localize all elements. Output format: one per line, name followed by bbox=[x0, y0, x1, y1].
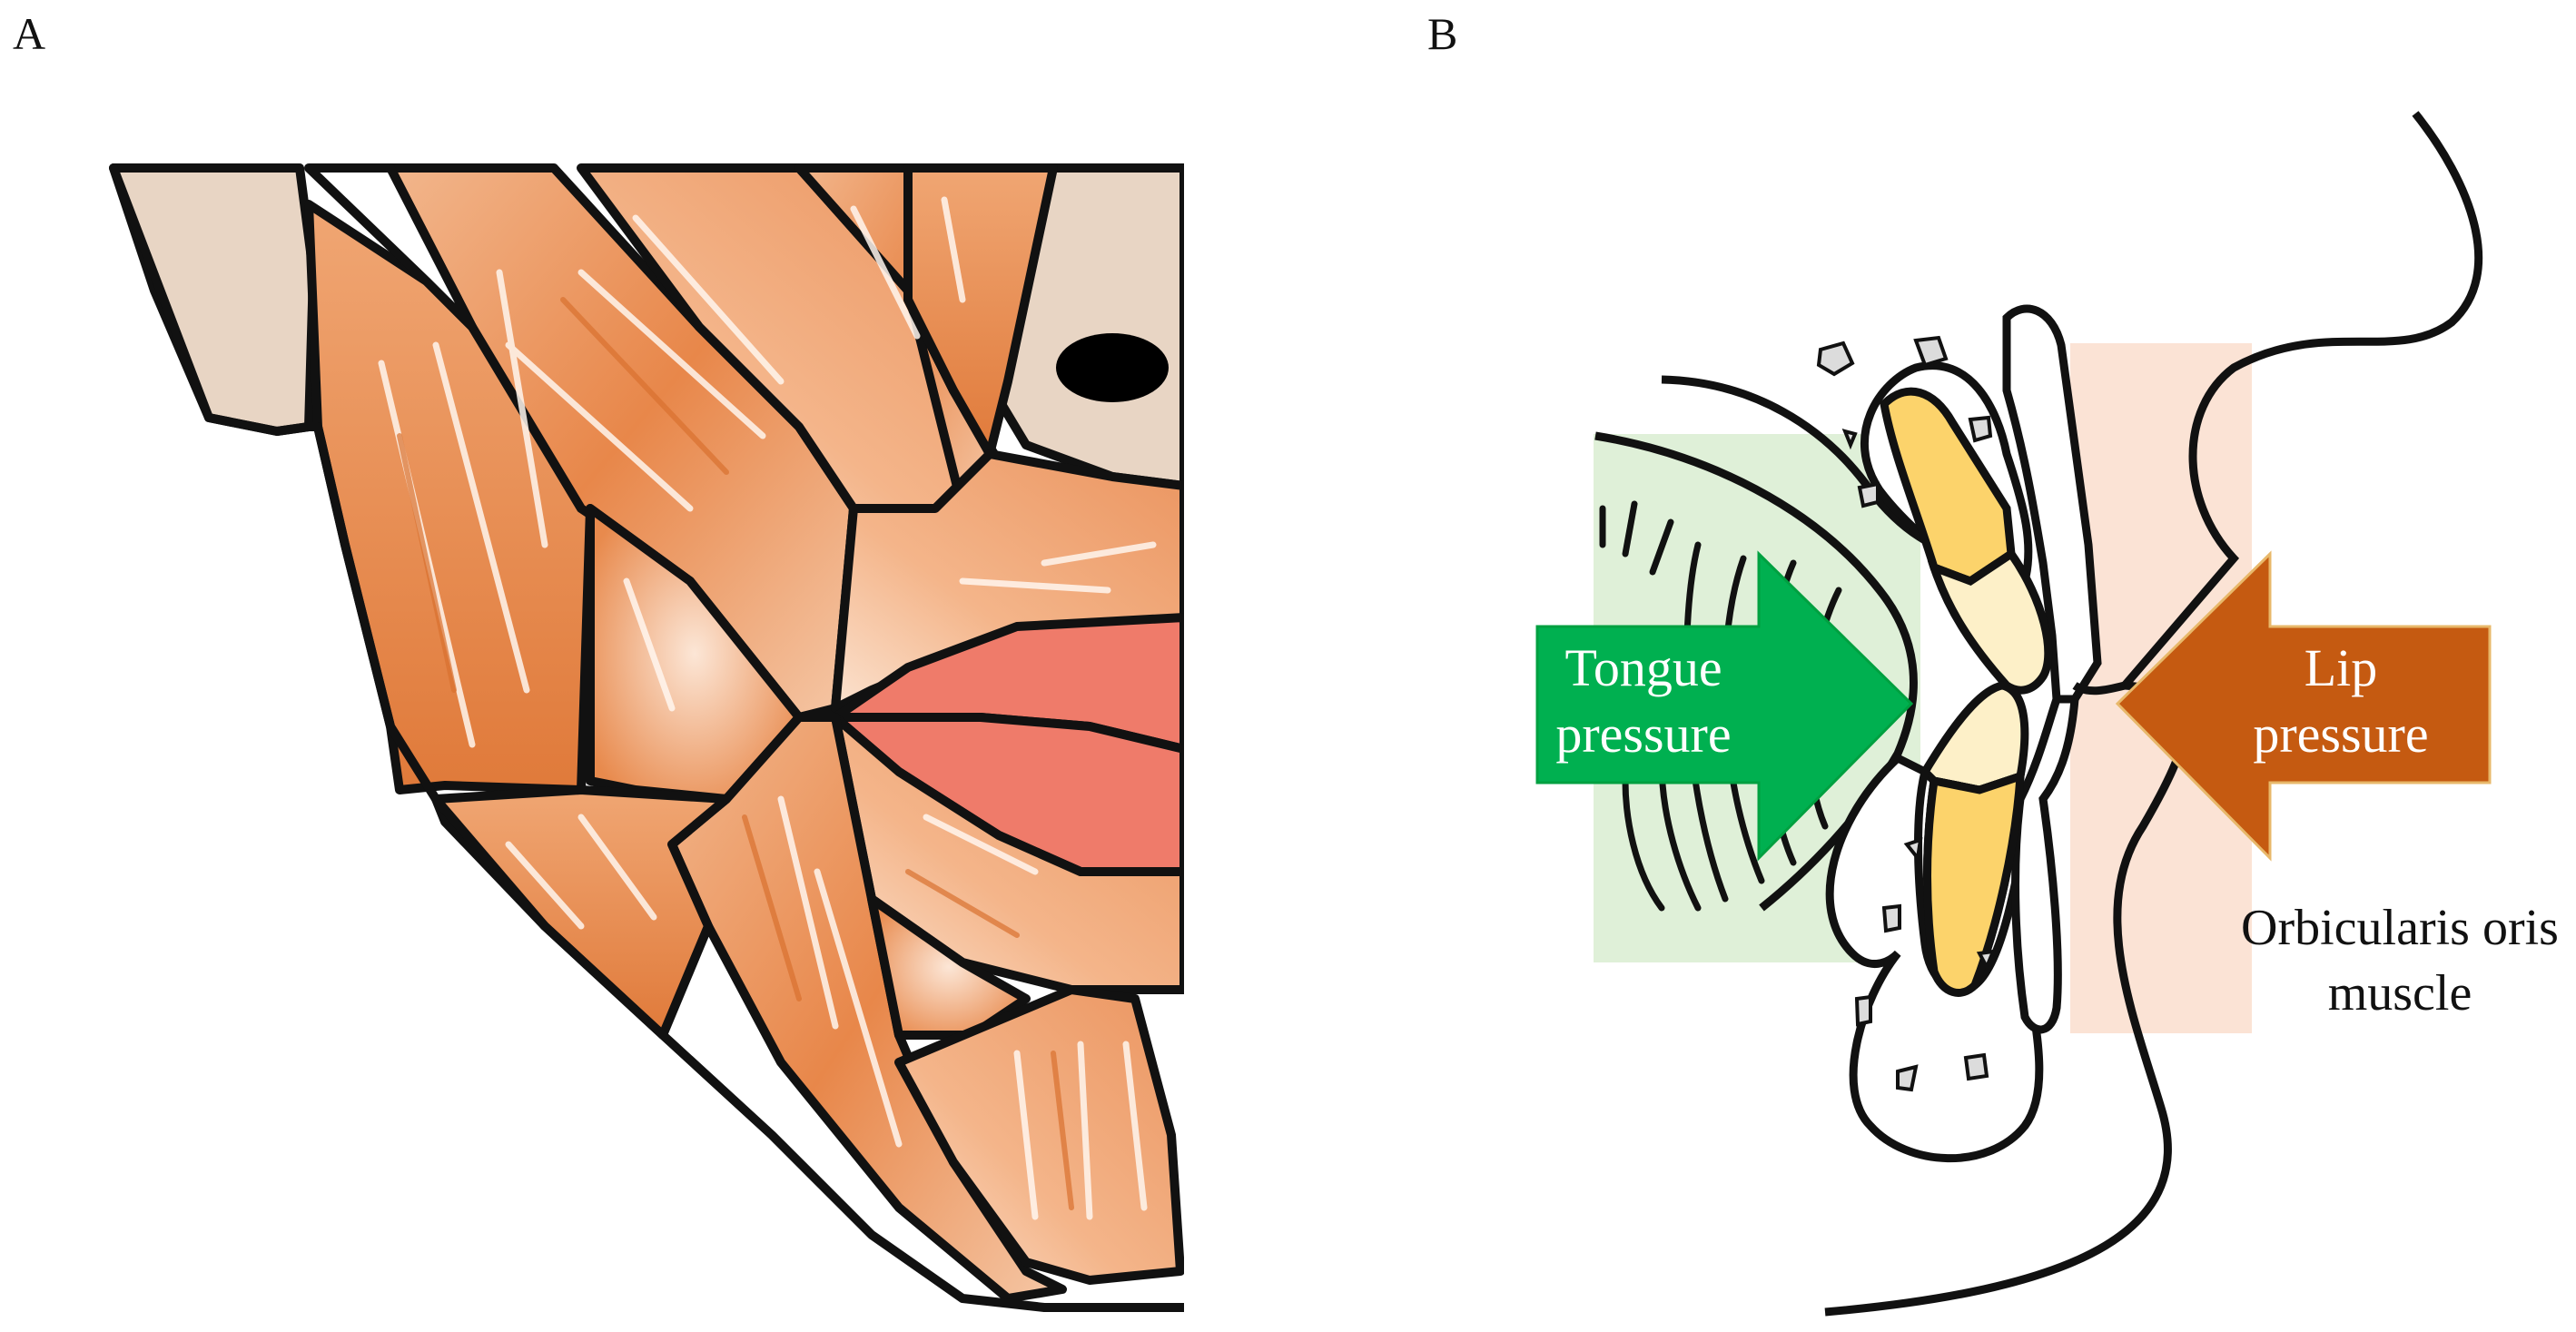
muscle-fibres-dark bbox=[397, 297, 1074, 1210]
panel-b-label: B bbox=[1427, 8, 1458, 59]
tongue-arrow-shape bbox=[1535, 550, 1914, 862]
lower-incisor-crown bbox=[1920, 681, 2029, 794]
lip-arrow-line2: pressure bbox=[2253, 705, 2428, 764]
lip-pressure-arrow: Lip pressure bbox=[2115, 550, 2492, 862]
tooth-pressure-illustration: Tongue pressure Lip pressure Orbicularis… bbox=[1535, 111, 2559, 1317]
lip-arrow-line1: Lip bbox=[2305, 638, 2378, 697]
bone-trabeculae bbox=[1816, 335, 1997, 1092]
tongue-arrow-line2: pressure bbox=[1555, 705, 1731, 764]
lip-contact-line bbox=[2072, 681, 2127, 696]
lower-incisor-root-front bbox=[1923, 770, 2025, 997]
lip-arrow-shape bbox=[2115, 550, 2492, 862]
panel-a-label: A bbox=[13, 8, 46, 59]
muscle-label-line1: Orbicularis oris bbox=[2241, 900, 2559, 956]
muscle-label-line2: muscle bbox=[2328, 965, 2472, 1021]
tongue-arrow-line1: Tongue bbox=[1564, 638, 1722, 697]
nostril bbox=[1056, 333, 1169, 402]
upper-labial-plate bbox=[2002, 304, 2102, 704]
upper-incisor-crown bbox=[1927, 548, 2053, 695]
muscle-depressor-labii bbox=[894, 985, 1184, 1285]
tongue-outline bbox=[1594, 431, 1918, 912]
muscle-platysma bbox=[431, 785, 731, 1040]
skin-upper-left bbox=[109, 163, 318, 436]
jaw-outline bbox=[109, 163, 1184, 1312]
gap-upper bbox=[304, 163, 477, 331]
facial-muscles-illustration bbox=[109, 163, 1184, 1312]
tongue-pressure-arrow: Tongue pressure bbox=[1535, 550, 1914, 862]
